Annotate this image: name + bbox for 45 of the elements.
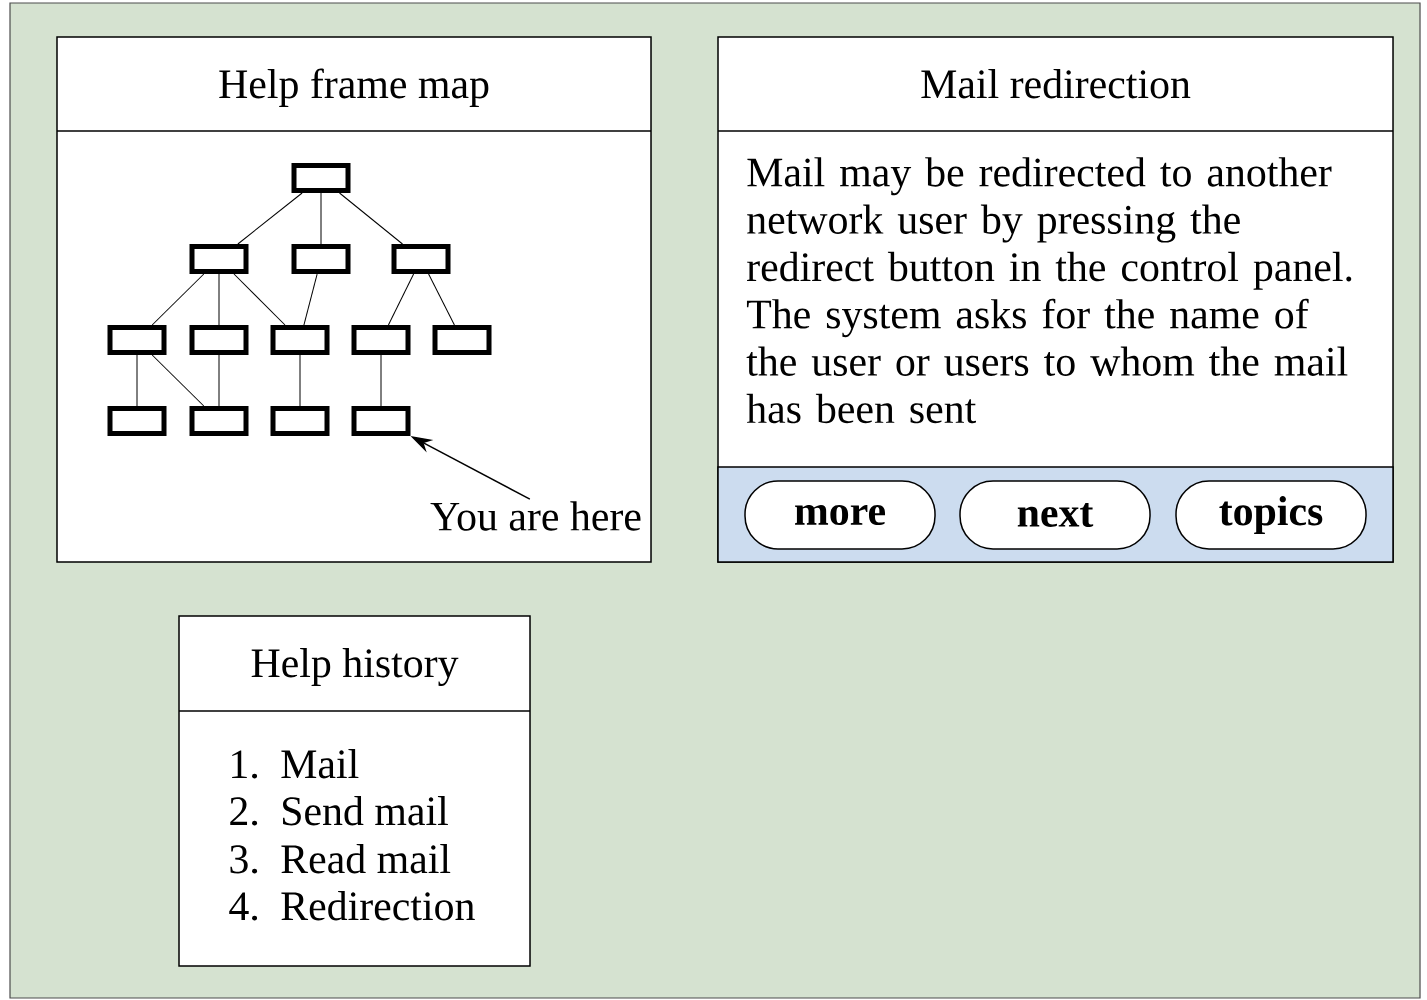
connector-line xyxy=(339,192,403,245)
connector-line xyxy=(233,273,286,326)
tree-box xyxy=(291,244,351,274)
button: next xyxy=(959,480,1151,550)
connector-line xyxy=(218,273,220,326)
panel-title: Help frame map xyxy=(219,68,489,107)
connector-line xyxy=(303,273,318,326)
connector-line xyxy=(428,273,455,326)
panel-body-text: Mail may be redirected to another network user by pressing the redirect button in the control panel. The system asks for the name of the user or users to whom the mail has been sent xyxy=(746,157,1352,424)
help-panel xyxy=(178,615,531,967)
list-number: 4. xyxy=(229,892,258,921)
tree-box xyxy=(107,325,167,355)
tree-box xyxy=(107,406,167,436)
tree-box xyxy=(391,244,451,274)
pointer-label: You are here xyxy=(430,501,641,531)
connector-line xyxy=(237,192,303,245)
connector-line xyxy=(299,354,301,407)
connector-line xyxy=(136,354,138,407)
list-item: Redirection xyxy=(281,891,475,921)
tree-box xyxy=(189,325,249,355)
connector-line xyxy=(320,192,322,245)
button: more xyxy=(744,480,936,550)
list-number: 2. xyxy=(230,797,258,826)
tree-box xyxy=(270,406,330,436)
tree-box xyxy=(189,244,249,274)
button: topics xyxy=(1175,480,1367,550)
connector-line xyxy=(380,354,382,407)
panel-title: Mail redirection xyxy=(921,68,1191,99)
connector-line xyxy=(151,273,205,326)
list-item: Mail xyxy=(281,749,359,779)
tree-box xyxy=(291,163,351,193)
tree-box xyxy=(189,406,249,436)
help-panel xyxy=(56,36,652,563)
connector-line xyxy=(387,273,415,326)
connector-line xyxy=(151,354,205,407)
tree-box xyxy=(351,406,411,436)
tree-box xyxy=(432,325,492,355)
tree-box xyxy=(270,325,330,355)
list-item: Read mail xyxy=(281,844,451,874)
list-number: 1. xyxy=(232,750,258,779)
tree-box xyxy=(351,325,411,355)
connector-line xyxy=(218,354,220,407)
panel-title: Help history xyxy=(251,648,459,687)
list-item: Send mail xyxy=(283,796,448,826)
list-number: 3. xyxy=(230,845,258,874)
